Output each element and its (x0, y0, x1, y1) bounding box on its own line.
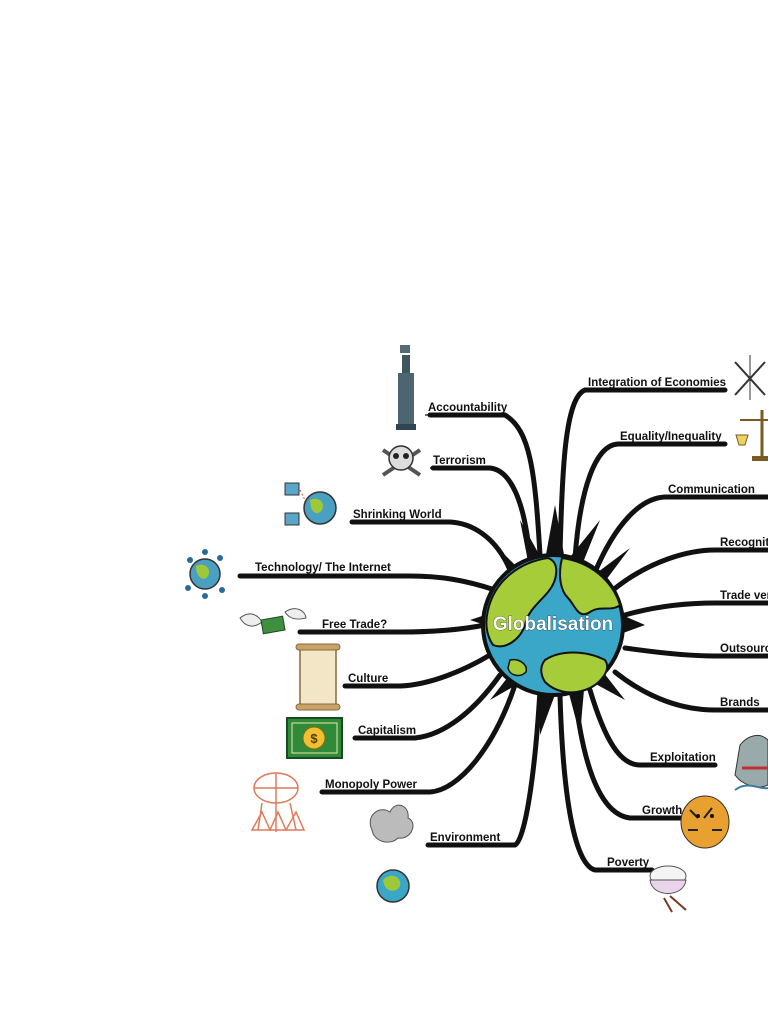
globe-puppet-icon (250, 772, 306, 832)
branch-label-outsourcing: Outsourc (720, 643, 768, 655)
branch-line-exploitation (587, 687, 718, 768)
branch-line-equality (572, 441, 728, 561)
branch-label-growth: Growth (642, 805, 682, 817)
dollar-bill-icon: $ (286, 717, 343, 759)
branch-line-terrorism (430, 465, 533, 563)
scroll-icon (295, 643, 341, 711)
branch-line-communication (592, 494, 768, 575)
globe-land-north-america (485, 556, 558, 648)
branch-label-equality: Equality/Inequality (620, 431, 722, 443)
shark-icon (734, 734, 768, 791)
branch-line-culture (342, 652, 493, 689)
svg-text:$: $ (310, 731, 318, 746)
globe-land-small (507, 658, 528, 677)
center-globe: Globalisation (481, 553, 625, 697)
branch-line-technology (237, 573, 498, 593)
branch-label-accountability: Accountability (428, 402, 508, 414)
branch-line-monopoly-power (319, 682, 518, 795)
branch-line-free-trade (297, 622, 488, 635)
branch-connectors (237, 387, 768, 873)
networked-computers-globe-icon (284, 482, 337, 526)
branch-label-capitalism: Capitalism (358, 725, 416, 737)
branch-label-culture: Culture (348, 673, 388, 685)
branch-line-integration (557, 387, 728, 558)
smoke-over-earth-icon (369, 804, 414, 903)
branch-labels-right: Integration of Economies Equality/Inequa… (588, 377, 768, 869)
branch-line-trade (622, 600, 768, 618)
branch-label-recognition: Recogniti (720, 537, 768, 549)
branch-label-free-trade: Free Trade? (322, 619, 387, 631)
branch-label-integration: Integration of Economies (588, 377, 726, 389)
branch-line-brands (612, 669, 768, 713)
label-underlines (240, 389, 768, 871)
branch-line-recognition (610, 547, 768, 593)
branch-line-poverty (557, 692, 655, 873)
balance-scale-icon (735, 410, 768, 461)
skull-crossbones-icon (381, 445, 422, 477)
rice-bowl-icon (649, 865, 687, 913)
branch-label-communication: Communication (668, 484, 755, 496)
branch-label-brands: Brands (720, 697, 760, 709)
branch-label-environment: Environment (430, 832, 500, 844)
compass-arrows-icon (734, 355, 766, 400)
networked-globe-icon (185, 549, 225, 599)
statue-of-liberty-icon (396, 345, 416, 430)
branch-label-shrinking-world: Shrinking World (353, 509, 442, 521)
branch-label-monopoly-power: Monopoly Power (325, 779, 418, 791)
globe-land-south (540, 651, 608, 694)
branch-label-exploitation: Exploitation (650, 752, 716, 764)
branch-line-accountability (427, 412, 543, 558)
branch-line-environment (425, 687, 543, 848)
branch-line-outsourcing (622, 645, 768, 659)
branch-labels-left: Accountability Terrorism Shrinking World… (255, 402, 508, 844)
globe-land-eurasia (559, 556, 622, 616)
branch-line-capitalism (352, 672, 503, 741)
flying-money-icon (239, 608, 307, 635)
branch-label-technology: Technology/ The Internet (255, 562, 391, 574)
branch-label-terrorism: Terrorism (433, 455, 486, 467)
branch-label-poverty: Poverty (607, 857, 650, 869)
branch-label-trade: Trade ver (720, 590, 768, 602)
tiger-icon (680, 795, 730, 849)
center-label: Globalisation (493, 614, 613, 635)
